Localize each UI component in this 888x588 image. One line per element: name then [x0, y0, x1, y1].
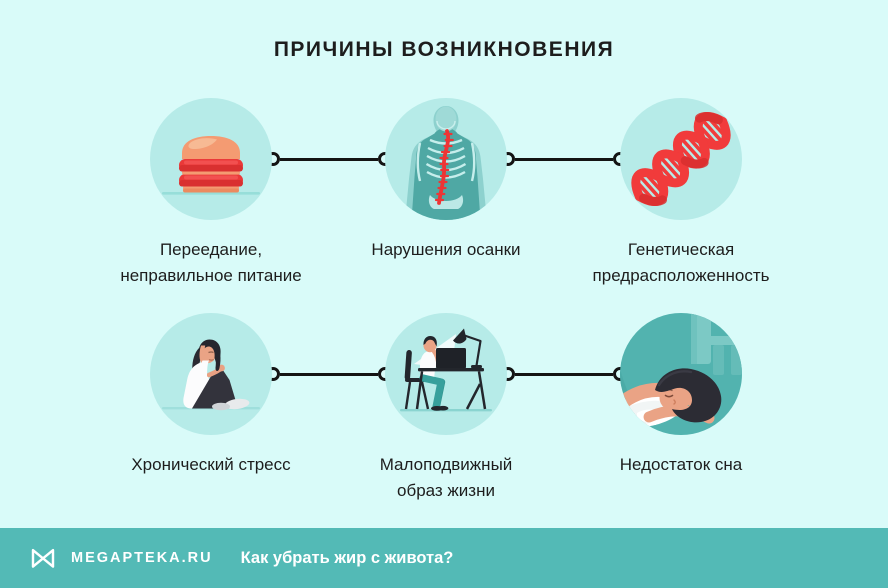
cause-card-sedentary: Малоподвижный образ жизни — [326, 312, 566, 527]
icon-bubble — [149, 312, 273, 436]
connector-line — [279, 372, 378, 376]
icon-bubble — [384, 97, 508, 221]
cause-label: Недостаток сна — [619, 455, 743, 474]
cause-card-posture: Нарушения осанки — [326, 97, 566, 312]
cause-label: Хронический стресс — [131, 455, 291, 474]
cause-label: Переедание, неправильное питание — [120, 240, 302, 285]
icon-bubble — [149, 97, 273, 221]
dna-icon — [620, 98, 742, 220]
icon-bubble — [619, 97, 743, 221]
burger-icon — [150, 98, 272, 220]
cause-card-genetics: Генетическая предрасположенность — [561, 97, 801, 312]
cause-card-sleep: Недостаток сна — [561, 312, 801, 527]
icon-bubble — [384, 312, 508, 436]
page-title: ПРИЧИНЫ ВОЗНИКНОВЕНИЯ — [273, 38, 615, 61]
connector-line — [514, 372, 613, 376]
icon-bubble — [619, 312, 743, 436]
cause-label: Генетическая предрасположенность — [592, 240, 770, 285]
footer-question: Как убрать жир с живота? — [240, 548, 454, 567]
megapteka-logo-icon — [31, 548, 55, 568]
footer-bar: MEGAPTEKA.RU Как убрать жир с живота? — [0, 528, 888, 588]
posture-spine-icon — [385, 98, 507, 220]
cause-label: Малоподвижный образ жизни — [379, 455, 513, 500]
sleeping-person-icon — [620, 313, 742, 435]
stressed-person-icon — [150, 313, 272, 435]
person-at-desk-icon — [385, 313, 507, 435]
cause-label: Нарушения осанки — [371, 240, 521, 259]
cause-card-overeating: Переедание, неправильное питание — [91, 97, 331, 312]
cause-card-stress: Хронический стресс — [91, 312, 331, 527]
connector-line — [279, 157, 378, 161]
footer-brand: MEGAPTEKA.RU — [71, 550, 213, 566]
connector-line — [514, 157, 613, 161]
